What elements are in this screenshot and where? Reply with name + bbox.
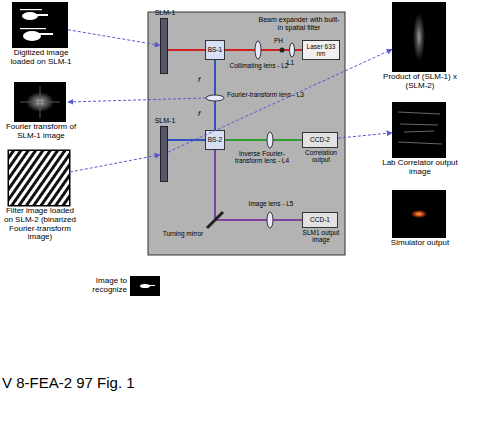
thumbnail-image: Filter image loaded on SLM-2 (binarized … bbox=[8, 150, 70, 206]
target-helicopter-tail bbox=[148, 285, 155, 286]
leader-arrow bbox=[338, 133, 392, 138]
lens-l2 bbox=[255, 41, 261, 59]
part-label: Inverse Fourier-transform lens - L4 bbox=[230, 150, 294, 164]
node-label: Digitized image loaded on SLM-1 bbox=[1, 49, 81, 67]
simulator-peak bbox=[411, 210, 427, 218]
digitized-image bbox=[12, 2, 68, 48]
beam-splitter: BS-1 bbox=[205, 40, 225, 60]
node-label: BS-1 bbox=[206, 41, 224, 59]
node-label: Filter image loaded on SLM-2 (binarized … bbox=[2, 207, 78, 242]
product-image bbox=[392, 2, 446, 72]
product-blob bbox=[413, 13, 425, 61]
part-label: f bbox=[198, 76, 206, 85]
optical-bench bbox=[148, 12, 345, 255]
thumbnail-image: Simulator output bbox=[392, 190, 446, 238]
node-label: CCD-1 bbox=[303, 213, 337, 227]
turning-mirror bbox=[207, 212, 223, 228]
node-caption: Correlation output bbox=[297, 149, 345, 163]
lens-l1 bbox=[290, 43, 295, 57]
slm-panel: SLM-1 bbox=[160, 18, 168, 74]
filter-beam bbox=[168, 139, 205, 141]
leader-arrow bbox=[70, 155, 160, 172]
node-caption: SLM1 output image bbox=[297, 229, 345, 243]
leader-arrow bbox=[168, 49, 392, 152]
part-label: Beam expander with built-in spatial filt… bbox=[256, 16, 342, 31]
ccd-camera: CCD-2Correlation output bbox=[302, 132, 338, 148]
correlation-beam bbox=[225, 139, 302, 141]
node-label: BS-2 bbox=[206, 131, 224, 149]
part-label: Fourier-transform lens - L3 bbox=[227, 91, 305, 98]
node-label: CCD-2 bbox=[303, 133, 337, 147]
thumbnail-image: Digitized image loaded on SLM-1 bbox=[12, 2, 68, 48]
thumbnail-image: Lab Correlator output image bbox=[392, 102, 446, 158]
thumbnail-image: Fourier transform of SLM-1 image bbox=[14, 82, 66, 122]
filter-image bbox=[8, 150, 70, 206]
node-label: Simulator output bbox=[372, 239, 468, 248]
part-label: PH bbox=[274, 37, 288, 44]
node-label: SLM-1 bbox=[150, 9, 180, 17]
lens-l5 bbox=[267, 212, 273, 228]
leader-arrow bbox=[68, 30, 160, 46]
leader-line bbox=[68, 98, 206, 102]
node-label: Laser 633 nm bbox=[303, 41, 339, 59]
laser-box: Laser 633 nm bbox=[302, 40, 340, 60]
image-beam bbox=[215, 150, 302, 220]
node-label: Product of (SLM-1) x (SLM-2) bbox=[372, 73, 468, 91]
simulator-image bbox=[392, 190, 446, 238]
part-label: Turning mirror bbox=[158, 230, 208, 237]
slm-panel: SLM-1 bbox=[160, 126, 168, 182]
fourier-image bbox=[14, 82, 66, 122]
thumbnail-image: Image to recognize bbox=[130, 276, 160, 296]
ccd-camera: CCD-1SLM1 output image bbox=[302, 212, 338, 228]
part-label: Collimating lens - L2 bbox=[228, 62, 290, 69]
node-label: Image to recognize bbox=[71, 277, 127, 295]
lab-output-image bbox=[392, 102, 446, 158]
target-image bbox=[130, 276, 160, 296]
lens-l3 bbox=[206, 95, 224, 101]
beam-splitter: BS-2 bbox=[205, 130, 225, 150]
part-label: Image lens - L5 bbox=[243, 200, 299, 207]
lens-l4 bbox=[267, 132, 273, 148]
lab-output-streaks bbox=[398, 112, 442, 144]
node-label: SLM-1 bbox=[150, 117, 180, 125]
spectrum-axis bbox=[20, 102, 60, 103]
part-label: f bbox=[198, 110, 206, 119]
helicopter-silhouettes bbox=[20, 9, 53, 41]
figure-caption: V 8-FEA-2 97 Fig. 1 bbox=[2, 374, 135, 391]
node-label: Fourier transform of SLM-1 image bbox=[1, 123, 81, 141]
thumbnail-image: Product of (SLM-1) x (SLM-2) bbox=[392, 2, 446, 72]
part-label: L1 bbox=[287, 59, 299, 66]
pinhole bbox=[280, 48, 285, 53]
node-label: Lab Correlator output image bbox=[372, 159, 468, 177]
